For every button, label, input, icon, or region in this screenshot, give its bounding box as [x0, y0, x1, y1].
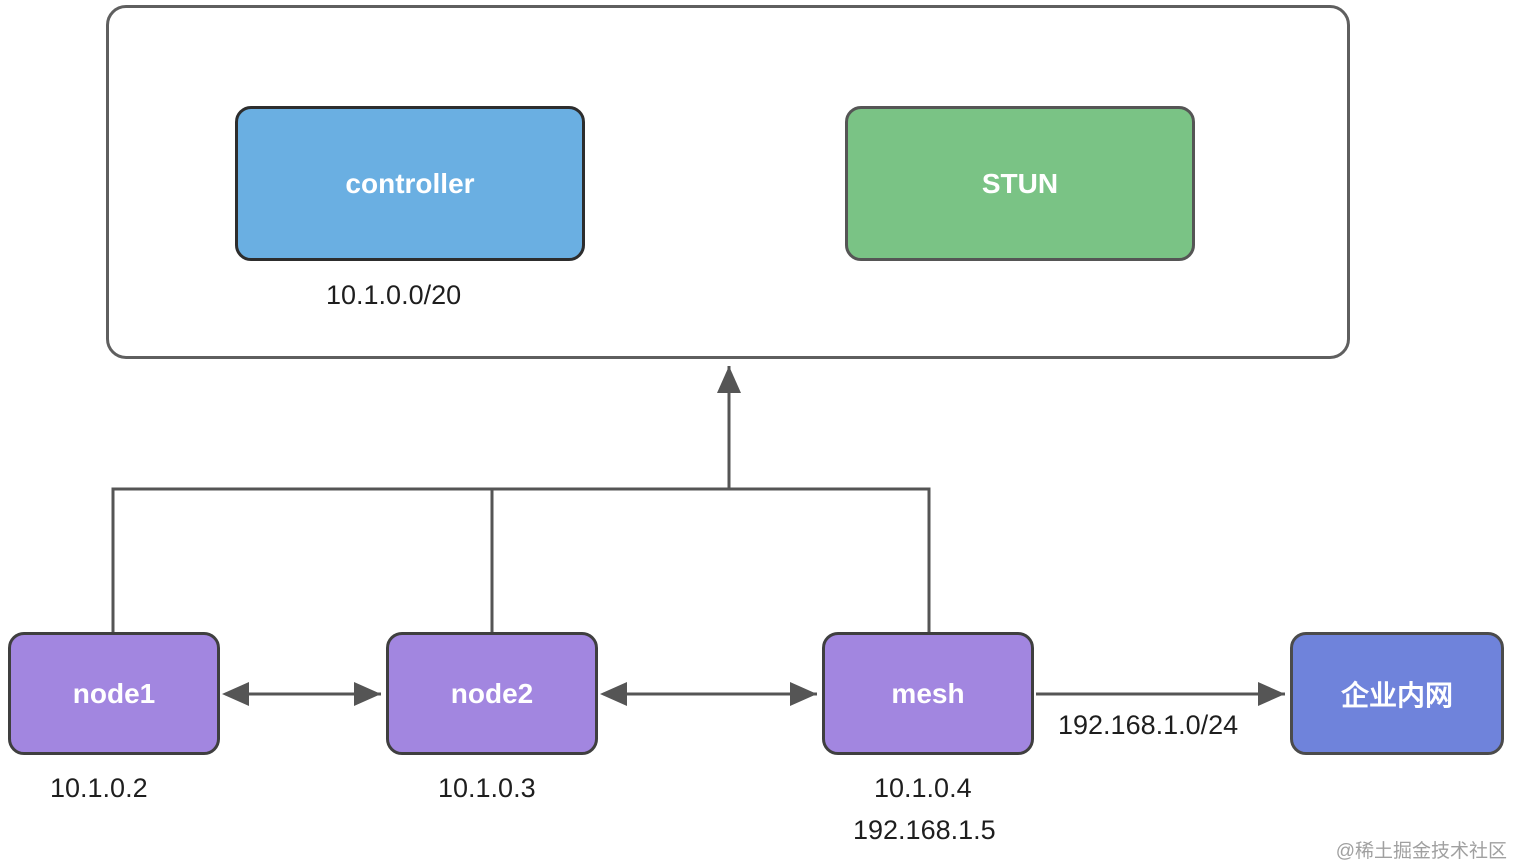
intranet-box: 企业内网	[1290, 632, 1504, 755]
mesh-box: mesh	[822, 632, 1034, 755]
controller-subnet-label: 10.1.0.0/20	[326, 280, 462, 310]
node1-ip-label: 10.1.0.2	[50, 773, 148, 803]
controller-box: controller	[235, 106, 585, 261]
node1-label: node1	[72, 677, 156, 709]
node2-label: node2	[450, 677, 534, 709]
mesh-lan-ip-label: 192.168.1.5	[853, 815, 996, 845]
stun-label: STUN	[981, 167, 1059, 199]
node1-uplink	[111, 487, 931, 632]
node1-box: node1	[8, 632, 220, 755]
node2-ip-label: 10.1.0.3	[438, 773, 536, 803]
watermark: @稀土掘金技术社区	[1335, 841, 1507, 862]
mesh-ip-label: 10.1.0.4	[874, 773, 972, 803]
node2-box: node2	[386, 632, 598, 755]
controller-label: controller	[345, 167, 475, 199]
stun-box: STUN	[845, 106, 1195, 261]
intranet-label: 企业内网	[1340, 679, 1453, 711]
mesh-label: mesh	[891, 677, 965, 709]
intranet-subnet-label: 192.168.1.0/24	[1058, 710, 1239, 740]
